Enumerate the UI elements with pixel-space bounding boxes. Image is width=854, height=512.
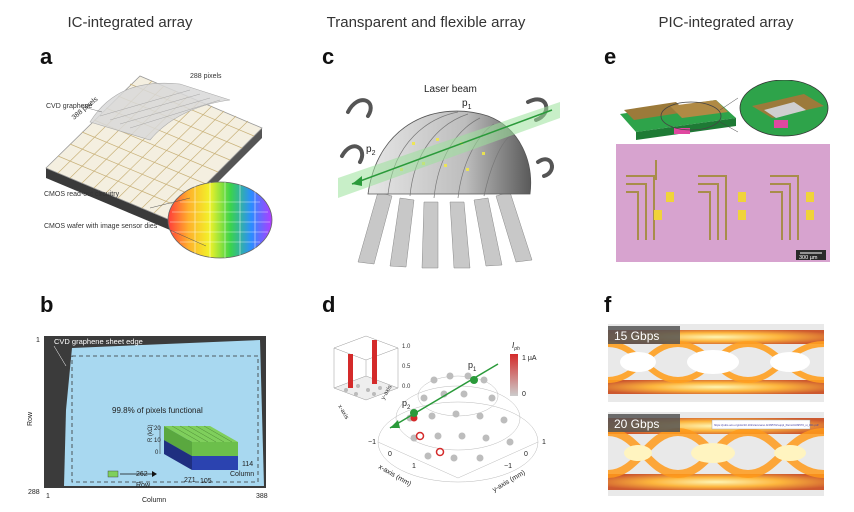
label-15gbps: 15 Gbps — [614, 329, 659, 343]
panel-letter-c: c — [322, 44, 335, 69]
laser-beam — [338, 102, 560, 198]
column-axis-label: Column — [142, 497, 166, 504]
panel-c-dome-array: Laser beam p1 p2 — [338, 72, 560, 272]
x-tick-m1: −1 — [368, 439, 376, 446]
inset-x-axis: x-axis — [336, 404, 349, 421]
microscope-image — [616, 144, 830, 262]
column-title-ic: IC-integrated array — [67, 14, 193, 31]
x-axis-label: x-axis (mm) — [377, 464, 412, 488]
panel-letter-b: b — [40, 292, 54, 317]
inset-tick-10: 1.0 — [402, 344, 411, 350]
row-axis-label: Row — [27, 411, 34, 426]
panel-letter-d: d — [322, 292, 336, 317]
label-p1: p1 — [462, 98, 472, 111]
inset-114: 114 — [242, 461, 253, 468]
colorbar — [510, 354, 518, 396]
d-label-p1: p1 — [468, 360, 477, 373]
inset-z0: 0 — [155, 450, 159, 456]
iph-label: Iph — [512, 341, 520, 352]
label-laser-beam: Laser beam — [424, 84, 477, 95]
y-tick-1: 1 — [542, 439, 546, 446]
label-sheet-edge: CVD graphene sheet edge — [54, 337, 143, 346]
panel-e-pic-array: 300 µm — [616, 80, 830, 262]
colorbar-max: 1 µA — [522, 355, 537, 362]
label-functional: 99.8% of pixels functional — [112, 406, 203, 415]
scale-bar: 300 µm — [799, 255, 818, 261]
panel-letter-e: e — [604, 44, 617, 69]
inset-tick-00: 0.0 — [402, 384, 411, 390]
label-cmos-readout: CMOS read-out circuitry — [44, 191, 120, 198]
inset-r-axis: R (kΩ) — [148, 425, 154, 442]
row-max: 288 — [28, 489, 40, 496]
d-label-p2: p2 — [402, 398, 411, 411]
inset-z10: 10 — [154, 438, 161, 444]
inset-row-label: Row — [136, 482, 151, 489]
inset-tick-05: 0.5 — [402, 364, 411, 370]
inset-3d-bars: 1.0 0.5 0.0 x-axis y-axis — [333, 335, 411, 421]
inset-105: 105 — [200, 478, 212, 485]
row-min: 1 — [36, 337, 40, 344]
label-p2: p2 — [366, 144, 376, 157]
y-tick-m1: −1 — [504, 463, 512, 470]
y-tick-0: 0 — [524, 451, 528, 458]
col-max: 388 — [256, 493, 268, 500]
cmos-wafer — [167, 181, 273, 259]
panel-letter-a: a — [40, 44, 53, 69]
inset-271: 271 — [184, 477, 196, 484]
panel-d-photocurrent-map: 1.0 0.5 0.0 x-axis y-axis p1 p2 — [328, 318, 584, 508]
inset-z20: 20 — [154, 426, 161, 432]
label-cmos-wafer: CMOS wafer with image sensor dies — [44, 223, 158, 230]
chip-side — [46, 168, 170, 230]
panel-f-eye-diagrams: 15 Gbps 20 Gbps https://pubs.acs.org/doi… — [608, 324, 824, 500]
colorbar-min: 0 — [522, 391, 526, 398]
col-min: 1 — [46, 493, 50, 500]
x-tick-1: 1 — [412, 463, 416, 470]
label-20gbps: 20 Gbps — [614, 417, 659, 431]
panel-a-cmos-array-figure: CVD graphene 288 pixels 388 pixels CMOS … — [30, 70, 280, 270]
inset-column-label: Column — [230, 471, 254, 478]
x-tick-0: 0 — [388, 451, 392, 458]
column-title-pic: PIC-integrated array — [658, 14, 794, 31]
inset-262: 262 — [136, 471, 148, 478]
resistance-3d-inset — [159, 425, 238, 470]
label-cvd-graphene: CVD graphene — [46, 103, 92, 110]
panel-letter-f: f — [604, 292, 612, 317]
graphene-sheet — [89, 82, 231, 141]
panel-b-pixel-map: CVD graphene sheet edge 99.8% of pixels … — [24, 330, 290, 506]
column-title-flexible: Transparent and flexible array — [326, 14, 526, 31]
url-note: https://pubs.acs.org/doi/10.1021/acsnano… — [714, 423, 819, 427]
label-pixels-top: 288 pixels — [190, 73, 222, 80]
